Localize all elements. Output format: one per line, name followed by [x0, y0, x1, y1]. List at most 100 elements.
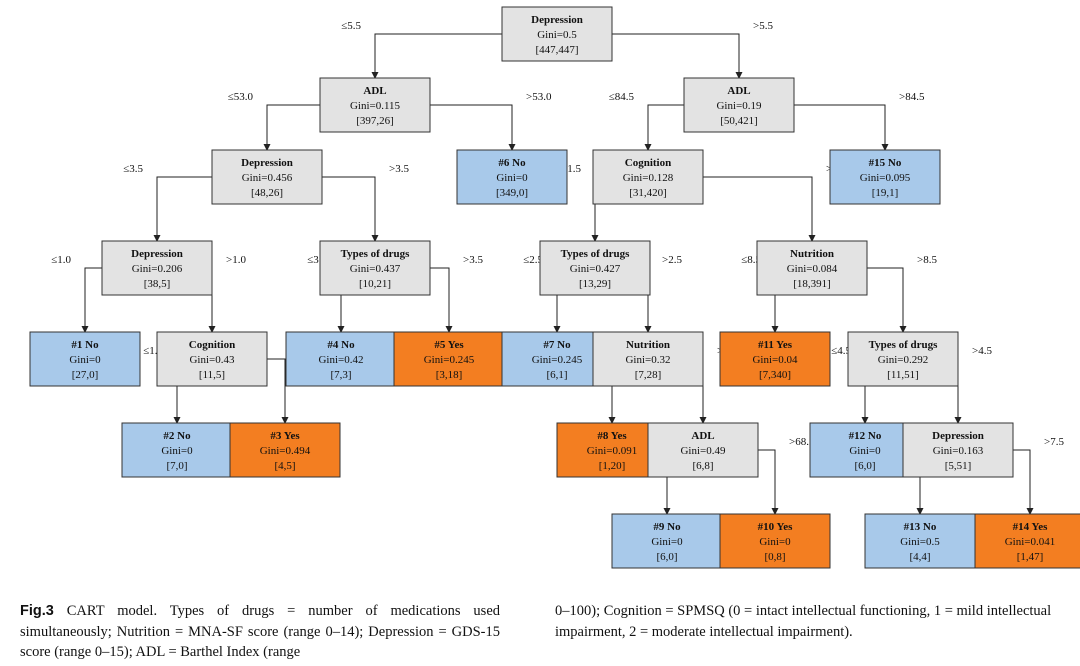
- edge-n_cog_lllr-to-leaf3: [267, 358, 289, 424]
- node-box: [229, 422, 341, 478]
- node-counts: [7,3]: [330, 369, 351, 381]
- split-node: ADL Gini=0.49 [6,8]: [647, 422, 759, 478]
- edge-threshold-label: >4.5: [972, 345, 992, 357]
- edge-threshold-label: >1.0: [226, 254, 246, 266]
- node-box: [101, 240, 213, 296]
- node-box: [211, 149, 323, 205]
- edge-threshold-label: >3.5: [463, 254, 483, 266]
- node-gini: Gini=0.43: [189, 354, 235, 366]
- node-gini: Gini=0.206: [132, 263, 183, 275]
- node-gini: Gini=0.091: [587, 445, 638, 457]
- node-gini: Gini=0: [69, 354, 101, 366]
- edge-n_adl_r-to-n_cog_rl: [644, 104, 684, 151]
- edge-root-to-n_adl_l: [371, 33, 502, 79]
- node-box: [719, 331, 831, 387]
- node-title: Depression: [241, 157, 293, 169]
- node-title: #2 No: [163, 430, 191, 442]
- node-counts: [10,21]: [359, 278, 391, 290]
- node-counts: [6,8]: [692, 460, 713, 472]
- edge-n_drug_llr-to-leaf5: [430, 267, 453, 333]
- node-box: [539, 240, 651, 296]
- edge-threshold-label: >3.5: [389, 163, 409, 175]
- node-counts: [3,18]: [436, 369, 463, 381]
- node-gini: Gini=0.095: [860, 172, 911, 184]
- edge-n_nut_rlr-to-n_drug_rlrr: [867, 267, 907, 333]
- node-box: [647, 422, 759, 478]
- node-gini: Gini=0.456: [242, 172, 293, 184]
- node-gini: Gini=0.292: [878, 354, 929, 366]
- node-title: #4 No: [327, 339, 355, 351]
- node-gini: Gini=0.04: [752, 354, 798, 366]
- node-box: [501, 6, 613, 62]
- node-gini: Gini=0: [496, 172, 528, 184]
- node-box: [683, 77, 795, 133]
- node-gini: Gini=0: [759, 536, 791, 548]
- node-title: Depression: [932, 430, 984, 442]
- node-box: [156, 331, 268, 387]
- node-counts: [447,447]: [535, 44, 578, 56]
- node-title: #3 Yes: [270, 430, 300, 442]
- node-box: [29, 331, 141, 387]
- node-counts: [1,20]: [599, 460, 626, 472]
- node-counts: [27,0]: [72, 369, 99, 381]
- edge-threshold-label: >84.5: [899, 91, 925, 103]
- node-title: ADL: [727, 85, 750, 97]
- edge-threshold-label: ≤84.5: [609, 91, 635, 103]
- node-gini: Gini=0.128: [623, 172, 674, 184]
- edge-threshold-label: ≤8.5: [741, 254, 761, 266]
- figure-caption-left: Fig.3 CART model. Types of drugs = numbe…: [20, 601, 500, 663]
- node-counts: [5,51]: [945, 460, 972, 472]
- edge-root-to-n_adl_r: [612, 33, 743, 79]
- node-counts: [349,0]: [496, 187, 528, 199]
- node-gini: Gini=0: [651, 536, 683, 548]
- node-gini: Gini=0.49: [680, 445, 726, 457]
- edge-n_cog_rl-to-n_nut_rlr: [703, 176, 816, 242]
- node-box: [319, 77, 431, 133]
- node-box: [319, 240, 431, 296]
- node-title: Cognition: [189, 339, 235, 351]
- node-gini: Gini=0.494: [260, 445, 311, 457]
- edge-threshold-label: >5.5: [753, 20, 773, 32]
- node-title: #13 No: [904, 521, 937, 533]
- node-counts: [4,5]: [274, 460, 295, 472]
- node-counts: [1,47]: [1017, 551, 1044, 563]
- node-gini: Gini=0.32: [625, 354, 670, 366]
- edge-n_dep_ll-to-n_drug_llr: [322, 176, 379, 242]
- node-title: Types of drugs: [561, 248, 631, 260]
- node-counts: [4,4]: [909, 551, 930, 563]
- node-title: #7 No: [543, 339, 571, 351]
- node-title: ADL: [691, 430, 714, 442]
- node-gini: Gini=0.084: [787, 263, 838, 275]
- cart-tree-diagram: ≤5.5>5.5≤53.0>53.0≤84.5>84.5≤3.5>3.5≤1.5…: [29, 6, 1080, 569]
- node-title: #1 No: [71, 339, 99, 351]
- node-box: [393, 331, 505, 387]
- node-counts: [48,26]: [251, 187, 283, 199]
- edge-n_adl_l-to-n_dep_ll: [263, 104, 320, 151]
- node-box: [756, 240, 868, 296]
- node-counts: [18,391]: [793, 278, 831, 290]
- node-box: [456, 149, 568, 205]
- node-box: [719, 513, 831, 569]
- node-counts: [50,421]: [720, 115, 758, 127]
- edge-threshold-label: ≤53.0: [228, 91, 254, 103]
- node-counts: [6,0]: [854, 460, 875, 472]
- node-counts: [11,51]: [887, 369, 919, 381]
- caption-text-left: CART model. Types of drugs = number of m…: [20, 603, 501, 661]
- edge-threshold-label: >7.5: [1044, 436, 1064, 448]
- edge-threshold-label: >53.0: [526, 91, 552, 103]
